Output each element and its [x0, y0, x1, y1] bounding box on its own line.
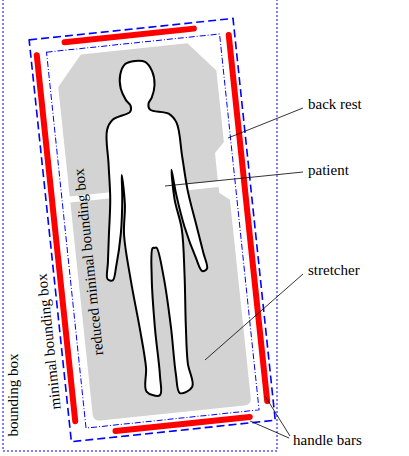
leader-line [205, 274, 303, 360]
handle-bar [65, 29, 194, 43]
leader-line [250, 421, 289, 438]
leader-line [165, 172, 303, 186]
part-label: patient [308, 162, 349, 179]
rotated-stretcher [29, 18, 275, 441]
leader-line [228, 108, 303, 138]
leader-line [265, 396, 290, 436]
handle-bar [115, 417, 249, 431]
bounding-box [3, 0, 277, 451]
part-label: back rest [308, 96, 362, 113]
reduced-minimal-bounding-box [47, 34, 260, 428]
minimal-bounding-box [29, 18, 275, 441]
part-label: bounding box [5, 354, 22, 437]
handle-bar [229, 35, 267, 401]
part-label: reduced minimal bounding box [71, 168, 107, 357]
part-label: stretcher [308, 262, 360, 279]
part-label: handle bars [293, 432, 362, 449]
leader-lines [165, 108, 303, 438]
part-label: minimal bounding box [33, 273, 64, 411]
